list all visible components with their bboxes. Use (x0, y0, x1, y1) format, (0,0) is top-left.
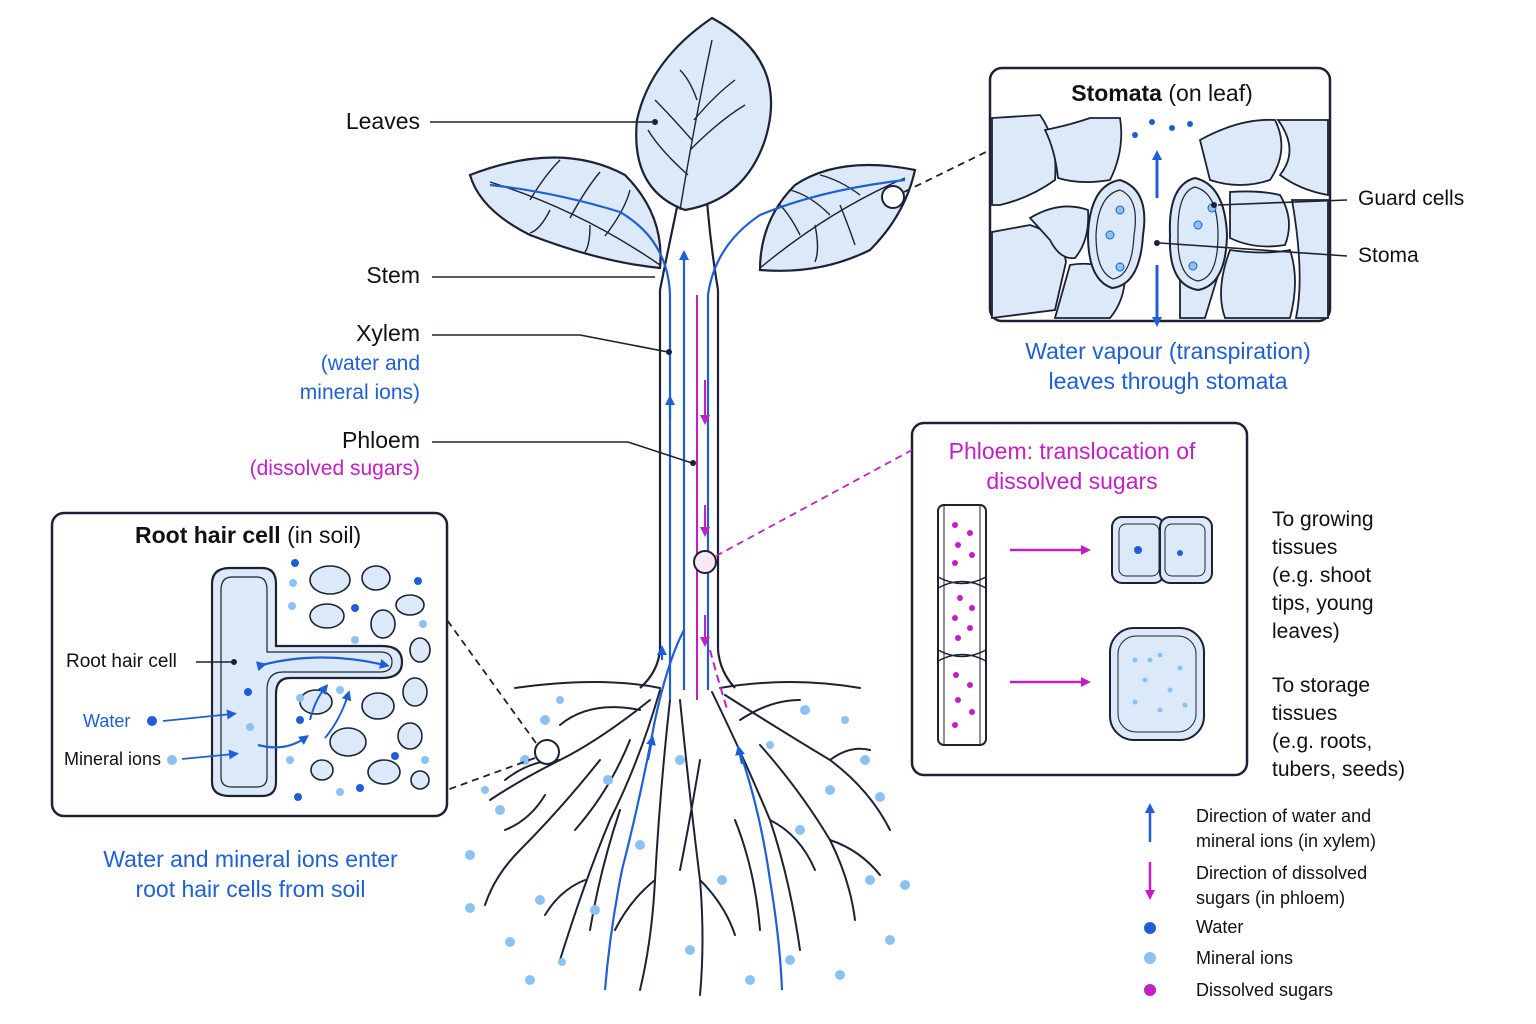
label-stoma: Stoma (1358, 244, 1419, 267)
growing-line-2: tissues (1272, 536, 1338, 559)
top-leaf (635, 16, 773, 212)
phloem-panel-title-2: dissolved sugars (986, 468, 1158, 494)
stomata-caption-1: Water vapour (transpiration) (1025, 338, 1311, 364)
phloem-panel-title-1: Phloem: translocation of (948, 438, 1196, 464)
storage-line-1: To storage (1272, 674, 1371, 697)
growing-tissues-text: To growing tissues (e.g. shoot tips, you… (1272, 506, 1374, 646)
label-phloem: Phloem (342, 427, 420, 453)
label-leaves: Leaves (345, 108, 420, 134)
label-xylem: Xylem (356, 320, 420, 346)
storage-tissues-text: To storage tissues (e.g. roots, tubers, … (1272, 672, 1405, 784)
root-zoom-marker (534, 739, 560, 765)
legend-mineral: Mineral ions (1196, 948, 1294, 968)
root-hair-cell-shape (210, 566, 404, 798)
legend-symbols (1144, 803, 1156, 996)
label-root-hair-cell: Root hair cell (66, 651, 177, 672)
label-phloem-sub: (dissolved sugars) (249, 457, 420, 480)
label-guard-cells: Guard cells (1358, 187, 1465, 210)
label-xylem-sub1: (water and (320, 352, 420, 375)
stomata-title: Stomata (on leaf) (992, 80, 1332, 107)
stomata-zoom-marker (881, 185, 905, 209)
leaf-veins (489, 39, 906, 269)
legend-sugars: Dissolved sugars (1196, 980, 1334, 1000)
storage-line-3: (e.g. roots, (1272, 730, 1373, 753)
root-hair-title: Root hair cell (in soil) (135, 522, 361, 549)
growing-line-1: To growing (1272, 508, 1374, 531)
label-stem: Stem (366, 262, 420, 288)
leaves (468, 16, 917, 272)
legend-water: Water (1196, 917, 1244, 937)
growing-line-3: (e.g. shoot (1272, 564, 1372, 587)
growing-line-5: leaves) (1272, 620, 1340, 643)
phloem-vessels (696, 295, 729, 713)
stomata-caption-2: leaves through stomata (1048, 368, 1288, 394)
storage-line-4: tubers, seeds) (1272, 758, 1406, 781)
root-hair-panel (50, 511, 449, 818)
phloem-zoom-marker (693, 550, 717, 574)
legend-xylem-dir-1: Direction of water and (1196, 806, 1372, 826)
label-water: Water (83, 711, 131, 731)
callout-lines (430, 121, 1348, 464)
root-caption-1: Water and mineral ions enter (103, 846, 398, 872)
root-hair-title-rest: (in soil) (287, 522, 362, 548)
roots (484, 681, 891, 996)
storage-line-2: tissues (1272, 702, 1338, 725)
stomata-title-bold: Stomata (1071, 80, 1162, 106)
label-mineral-ions: Mineral ions (64, 749, 162, 769)
stomata-panel (988, 66, 1332, 327)
root-caption-2: root hair cells from soil (135, 876, 366, 902)
stomata-title-rest: (on leaf) (1168, 80, 1253, 106)
phloem-panel (910, 421, 1249, 777)
label-xylem-sub2: mineral ions) (299, 381, 420, 404)
xylem-vessels (489, 178, 906, 991)
root-hair-title-bold: Root hair cell (135, 522, 281, 548)
legend-phloem-dir-2: sugars (in phloem) (1196, 888, 1346, 908)
legend-phloem-dir-1: Direction of dissolved (1196, 863, 1368, 883)
legend-xylem-dir-2: mineral ions (in xylem) (1196, 831, 1377, 851)
growing-line-4: tips, young (1272, 592, 1374, 615)
left-leaf (468, 156, 662, 270)
soil-dots (465, 696, 910, 985)
